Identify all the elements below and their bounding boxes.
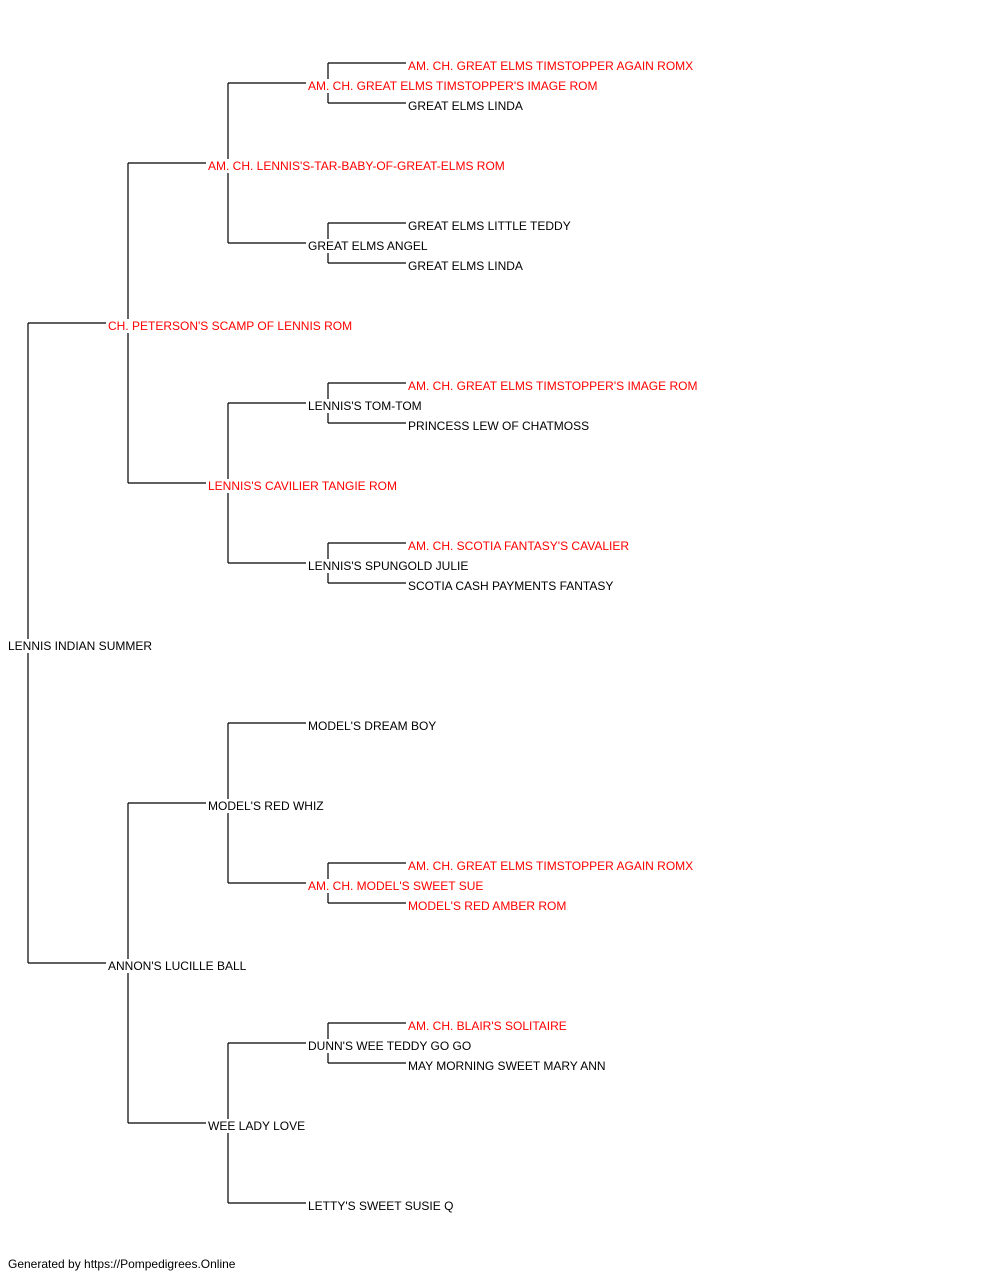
subject-dog-name: LENNIS INDIAN SUMMER (7, 639, 154, 653)
ancestor-name: LENNIS'S CAVILIER TANGIE ROM (207, 479, 398, 493)
ancestor-name: GREAT ELMS LINDA (407, 99, 524, 113)
ancestor-name: MODEL'S RED AMBER ROM (407, 899, 568, 913)
ancestor-name: LENNIS'S TOM-TOM (307, 399, 423, 413)
ancestor-name: ANNON'S LUCILLE BALL (107, 959, 248, 973)
ancestor-name: AM. CH. GREAT ELMS TIMSTOPPER'S IMAGE RO… (307, 79, 599, 93)
ancestor-name: MODEL'S DREAM BOY (307, 719, 438, 733)
ancestor-name: AM. CH. GREAT ELMS TIMSTOPPER'S IMAGE RO… (407, 379, 699, 393)
ancestor-name: AM. CH. GREAT ELMS TIMSTOPPER AGAIN ROMX (407, 59, 695, 73)
ancestor-name: WEE LADY LOVE (207, 1119, 307, 1133)
ancestor-name: GREAT ELMS LINDA (407, 259, 524, 273)
ancestor-name: AM. CH. MODEL'S SWEET SUE (307, 879, 485, 893)
footer-credit: Generated by https://Pompedigrees.Online (8, 1257, 236, 1271)
ancestor-name: GREAT ELMS LITTLE TEDDY (407, 219, 572, 233)
ancestor-name: LENNIS'S SPUNGOLD JULIE (307, 559, 470, 573)
ancestor-name: SCOTIA CASH PAYMENTS FANTASY (407, 579, 615, 593)
ancestor-name: CH. PETERSON'S SCAMP OF LENNIS ROM (107, 319, 354, 333)
ancestor-name: MAY MORNING SWEET MARY ANN (407, 1059, 607, 1073)
ancestor-name: MODEL'S RED WHIZ (207, 799, 325, 813)
ancestor-name: AM. CH. SCOTIA FANTASY'S CAVALIER (407, 539, 631, 553)
ancestor-name: PRINCESS LEW OF CHATMOSS (407, 419, 591, 433)
ancestor-name: DUNN'S WEE TEDDY GO GO (307, 1039, 473, 1053)
ancestor-name: LETTY'S SWEET SUSIE Q (307, 1199, 455, 1213)
ancestor-name: AM. CH. GREAT ELMS TIMSTOPPER AGAIN ROMX (407, 859, 695, 873)
ancestor-name: GREAT ELMS ANGEL (307, 239, 429, 253)
ancestor-name: AM. CH. LENNIS'S-TAR-BABY-OF-GREAT-ELMS … (207, 159, 506, 173)
ancestor-name: AM. CH. BLAIR'S SOLITAIRE (407, 1019, 568, 1033)
